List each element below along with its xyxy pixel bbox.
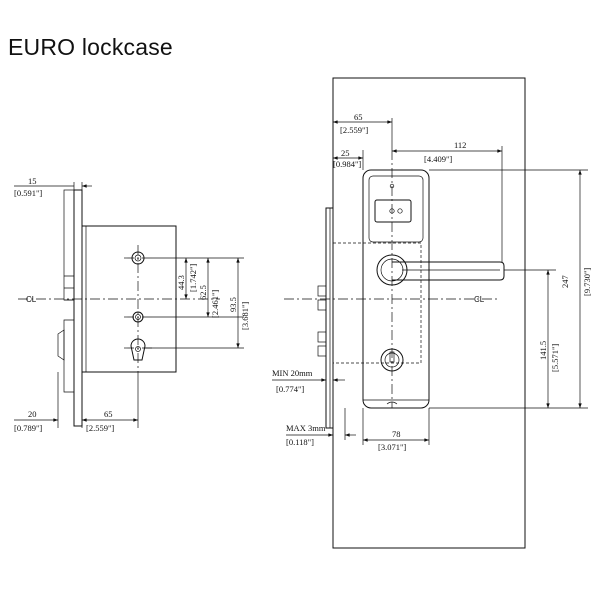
escutcheon bbox=[362, 169, 430, 409]
latch-tongue bbox=[57, 329, 65, 361]
dim-25-mm: 25 bbox=[341, 148, 350, 158]
dim-247-mm: 247 bbox=[560, 275, 570, 288]
dim-65-top-mm: 65 bbox=[354, 112, 363, 122]
card-reader-window bbox=[374, 199, 412, 223]
dim-935-in: [3.681"] bbox=[240, 302, 250, 330]
dim-112-mm: 112 bbox=[454, 140, 466, 150]
hidden-lockcase bbox=[332, 242, 422, 364]
dim-78-in: [3.071"] bbox=[378, 442, 406, 452]
dim-65-bottom-in: [2.559"] bbox=[86, 423, 114, 433]
dim-25-in: [0.984"] bbox=[333, 159, 361, 169]
dim-20-in: [0.789"] bbox=[14, 423, 42, 433]
dim-15-in: [0.591"] bbox=[14, 188, 42, 198]
dim-min-in: [0.774"] bbox=[276, 384, 304, 394]
lockcase-side-view: CL 15 [0.591"] 44.3 [1.742"] 62.5 [2.461… bbox=[14, 176, 250, 433]
dim-935-mm: 93.5 bbox=[228, 297, 238, 312]
dim-max-mm: MAX 3mm bbox=[286, 423, 326, 433]
deadbolt-lower bbox=[63, 319, 75, 393]
dim-1415-in: [5.571"] bbox=[550, 344, 560, 372]
door-front-view: CL 65 [2.559"] 25 [0.984"] 112 [4.409"] … bbox=[272, 77, 592, 549]
centerline-label-right: CL bbox=[474, 295, 485, 304]
page-title: EURO lockcase bbox=[8, 34, 173, 60]
edge-bolt-1 bbox=[317, 285, 327, 297]
edge-bolt-4 bbox=[317, 345, 327, 357]
latch-bolt bbox=[64, 275, 74, 301]
dim-443-mm: 44.3 bbox=[176, 275, 186, 290]
dim-max-in: [0.118"] bbox=[286, 437, 314, 447]
centerline-label-left: CL bbox=[26, 295, 37, 304]
lever-handle bbox=[392, 261, 505, 281]
cylinder-cutout bbox=[130, 338, 146, 361]
dim-625-in: [2.461"] bbox=[210, 290, 220, 318]
edge-bolt-3 bbox=[317, 331, 327, 343]
dim-112-in: [4.409"] bbox=[424, 154, 452, 164]
faceplate-front-inner bbox=[63, 189, 75, 301]
dim-247-in: [9.730"] bbox=[582, 268, 592, 296]
dim-65-bottom-mm: 65 bbox=[104, 409, 113, 419]
dim-625-mm: 62.5 bbox=[198, 285, 208, 300]
edge-bolt-2 bbox=[317, 299, 327, 311]
dim-1415-mm: 141.5 bbox=[538, 341, 548, 360]
dim-65-top-in: [2.559"] bbox=[340, 125, 368, 135]
edge-plate bbox=[325, 207, 334, 429]
faceplate-front bbox=[73, 189, 83, 427]
dim-min-mm: MIN 20mm bbox=[272, 368, 313, 378]
dim-15-mm: 15 bbox=[28, 176, 37, 186]
dim-443-in: [1.742"] bbox=[188, 264, 198, 292]
dim-78-mm: 78 bbox=[392, 429, 401, 439]
dim-20-mm: 20 bbox=[28, 409, 37, 419]
